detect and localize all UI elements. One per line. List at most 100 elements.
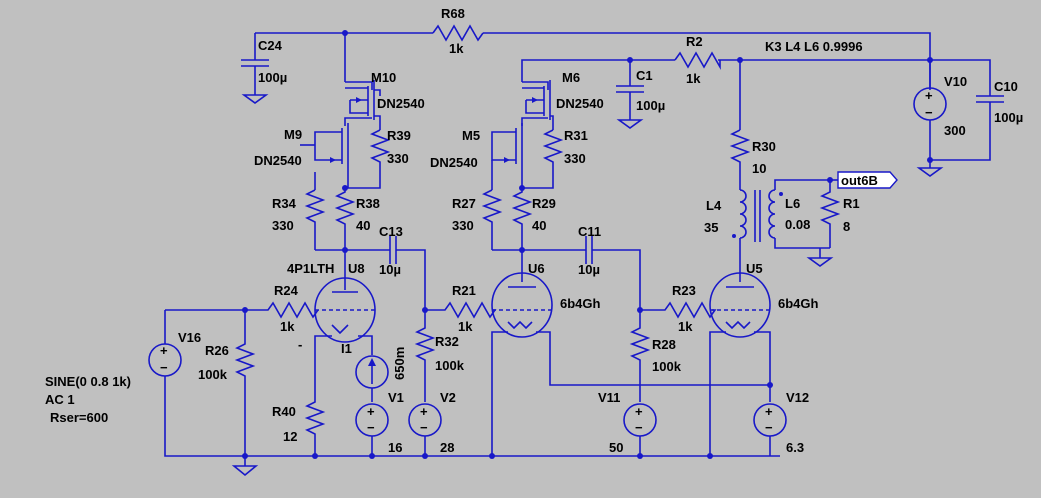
resistor-r1[interactable]: [819, 180, 841, 248]
resistor-r31[interactable]: [522, 129, 564, 189]
label-r68-value: 1k: [449, 41, 464, 56]
label-sine: SINE(0 0.8 1k): [45, 374, 131, 389]
label-i1-value: 650m: [392, 347, 407, 380]
label-r40: R40: [272, 404, 296, 419]
source-v16[interactable]: + −: [148, 309, 245, 457]
label-u5-type: 6b4Gh: [778, 296, 819, 311]
source-v10[interactable]: + −: [913, 60, 947, 160]
label-r39: R39: [387, 128, 411, 143]
label-c10-value: 100µ: [994, 110, 1023, 125]
tube-u8[interactable]: [314, 250, 376, 345]
label-r2-value: 1k: [686, 71, 701, 86]
ground-main: [231, 456, 259, 477]
label-c10: C10: [994, 79, 1018, 94]
source-v1[interactable]: + −: [355, 403, 389, 456]
resistor-r68[interactable]: [432, 24, 484, 42]
label-r26: R26: [205, 343, 229, 358]
label-rser: Rser=600: [50, 410, 108, 425]
resistor-r39[interactable]: [345, 129, 391, 189]
label-c24-value: 100µ: [258, 70, 287, 85]
resistor-r23[interactable]: [640, 301, 717, 319]
label-r23-value: 1k: [678, 319, 693, 334]
current-source-i1[interactable]: [355, 345, 389, 402]
label-c13: C13: [379, 224, 403, 239]
label-m9: M9: [284, 127, 302, 142]
resistor-r26[interactable]: [234, 310, 256, 456]
label-r24: R24: [274, 283, 299, 298]
resistor-r21[interactable]: [425, 301, 497, 319]
ground-l6: [806, 248, 834, 267]
svg-text:−: −: [160, 360, 168, 375]
resistor-r27[interactable]: [481, 189, 503, 250]
mosfet-m10[interactable]: [345, 80, 381, 130]
label-r31: R31: [564, 128, 588, 143]
svg-text:+: +: [635, 404, 643, 419]
label-ac: AC 1: [45, 392, 75, 407]
label-m9-type: DN2540: [254, 153, 302, 168]
capacitor-c1[interactable]: [616, 60, 644, 129]
svg-text:+: +: [160, 343, 168, 358]
label-out6b: out6B: [841, 173, 878, 188]
label-r21: R21: [452, 283, 476, 298]
label-r30-value: 10: [752, 161, 766, 176]
label-r29-value: 40: [532, 218, 546, 233]
source-v11[interactable]: + −: [623, 403, 657, 456]
resistor-r34[interactable]: [304, 189, 326, 250]
inductor-l6[interactable]: [768, 179, 830, 249]
label-r40-value: 12: [283, 429, 297, 444]
label-r38: R38: [356, 196, 380, 211]
label-r27: R27: [452, 196, 476, 211]
capacitor-c24[interactable]: [241, 50, 269, 67]
label-i1: I1: [341, 341, 352, 356]
label-v2: V2: [440, 390, 456, 405]
svg-text:+: +: [925, 88, 933, 103]
svg-text:−: −: [635, 420, 643, 435]
resistor-r30[interactable]: [729, 129, 751, 190]
label-r29: R29: [532, 196, 556, 211]
label-r28-value: 100k: [652, 359, 682, 374]
mosfet-m9[interactable]: [300, 117, 372, 188]
label-r30: R30: [752, 139, 776, 154]
resistor-r28[interactable]: [629, 310, 651, 402]
wires-stage2-top: [521, 59, 930, 130]
label-v11: V11: [598, 390, 620, 405]
source-v2[interactable]: + −: [408, 403, 442, 456]
capacitor-c13[interactable]: [389, 236, 426, 310]
inductor-l4[interactable]: [732, 189, 747, 282]
label-r34: R34: [272, 196, 297, 211]
label-c1: C1: [636, 68, 653, 83]
resistor-r38[interactable]: [334, 188, 356, 250]
label-r24-value: 1k: [280, 319, 295, 334]
label-r1-value: 8: [843, 219, 850, 234]
capacitor-c11[interactable]: [585, 236, 641, 310]
ground-v10: [916, 160, 944, 177]
label-c11: C11: [578, 224, 601, 239]
resistor-r32[interactable]: [414, 310, 436, 402]
label-r38-value: 40: [356, 218, 370, 233]
label-l6: L6: [785, 196, 800, 211]
label-v1: V1: [388, 390, 404, 405]
label-v2-value: 28: [440, 440, 454, 455]
capacitor-c10[interactable]: [930, 59, 1004, 161]
mosfet-m6[interactable]: [522, 80, 554, 130]
label-k3: K3 L4 L6 0.9996: [765, 39, 863, 54]
tube-u5[interactable]: [709, 272, 771, 456]
resistor-r24[interactable]: [245, 301, 319, 319]
svg-text:−: −: [925, 105, 933, 120]
resistor-r29[interactable]: [511, 188, 533, 250]
label-r32-value: 100k: [435, 358, 465, 373]
tube-u6[interactable]: [491, 250, 770, 456]
svg-text:−: −: [765, 420, 773, 435]
resistor-r40[interactable]: [304, 345, 326, 456]
resistor-r2[interactable]: [674, 51, 721, 71]
svg-text:−: −: [420, 420, 428, 435]
mosfet-m5[interactable]: [491, 117, 548, 190]
label-v10: V10: [944, 74, 967, 89]
svg-text:+: +: [420, 404, 428, 419]
svg-text:−: −: [367, 420, 375, 435]
label-r26-value: 100k: [198, 367, 228, 382]
source-v12[interactable]: + −: [753, 403, 787, 456]
out6b-flag[interactable]: [830, 171, 898, 189]
label-l4: L4: [706, 198, 722, 213]
